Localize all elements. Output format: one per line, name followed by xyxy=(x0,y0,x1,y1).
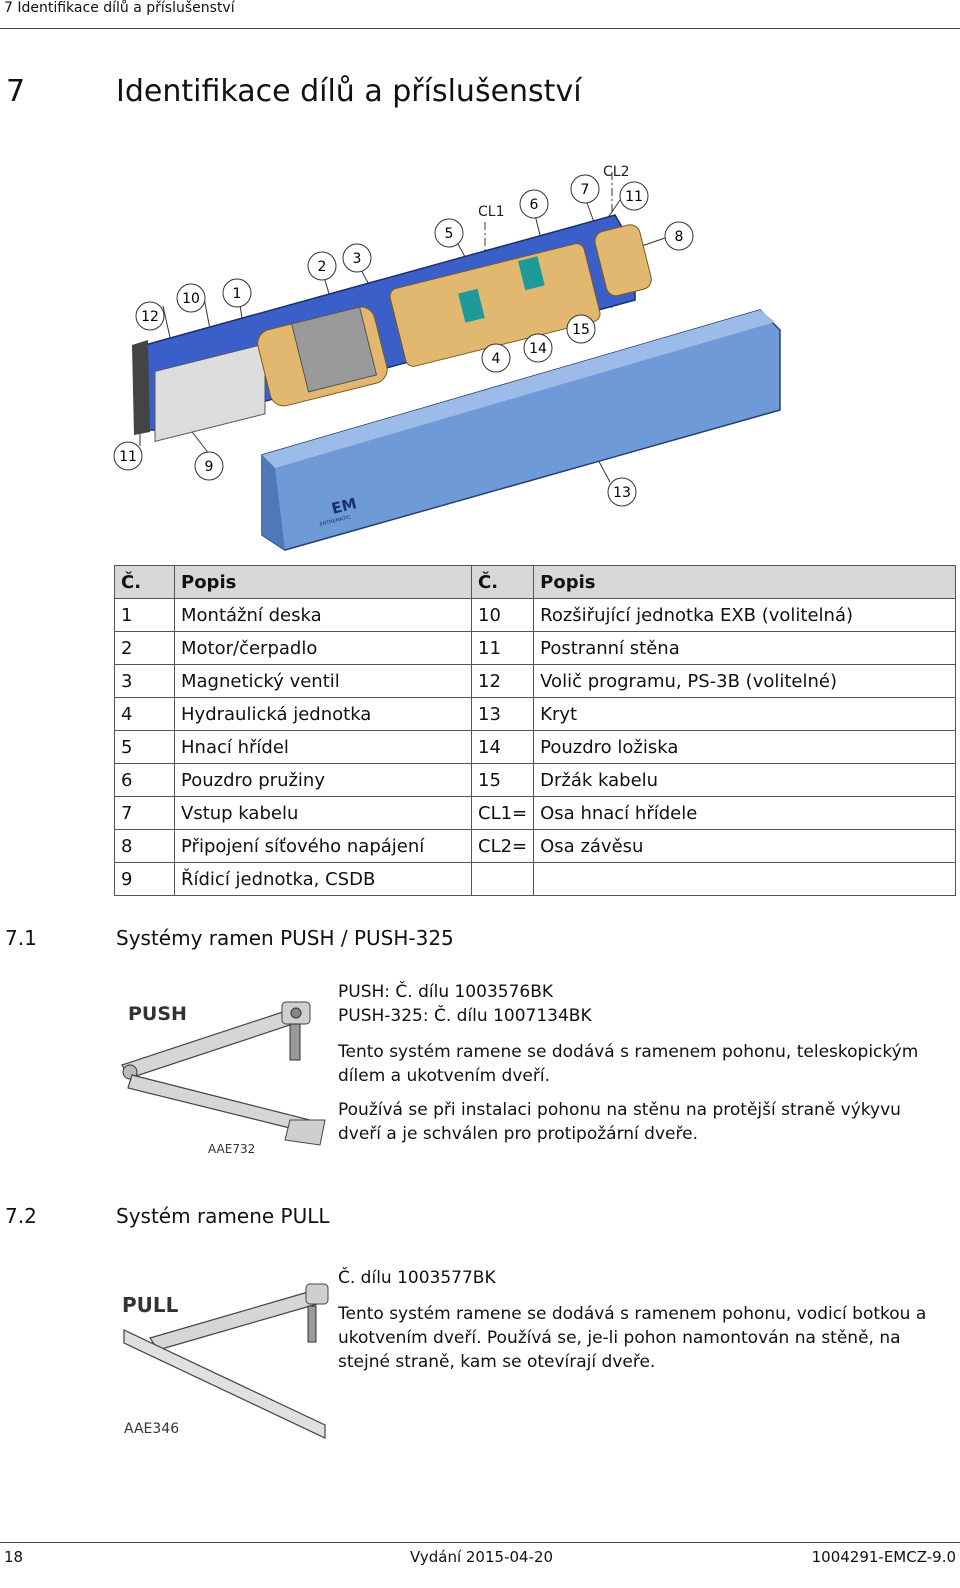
callout-6: 6 xyxy=(519,189,549,219)
svg-text:9: 9 xyxy=(205,459,214,475)
callout-12: 12 xyxy=(135,301,165,331)
header-rule xyxy=(0,28,960,29)
title-text: Identifikace dílů a příslušenství xyxy=(116,74,582,109)
motor-pump xyxy=(257,306,388,407)
cl1-label: CL1 xyxy=(478,204,504,220)
callout-7: 7 xyxy=(570,174,600,204)
pull-paragraph-1: Tento systém ramene se dodává s ramenem … xyxy=(338,1304,927,1372)
push-part-number-2: PUSH-325: Č. dílu 1007134BK xyxy=(338,1006,592,1026)
cl2-label: CL2 xyxy=(603,164,629,180)
header-number-2: Č. xyxy=(470,565,535,599)
pull-description: Č. dílu 1003577BK Tento systém ramene se… xyxy=(338,1266,948,1374)
push-paragraph-1: Tento systém ramene se dodává s ramenem … xyxy=(338,1042,919,1086)
callouts: 12 10 1 2 3 5 6 7 11 8 4 14 15 11 9 13 xyxy=(113,174,694,507)
section-title: Systémy ramen PUSH / PUSH-325 xyxy=(116,926,454,950)
section-title: Systém ramene PULL xyxy=(116,1204,330,1228)
svg-text:6: 6 xyxy=(530,197,539,213)
push-image-label: PUSH xyxy=(128,1003,187,1025)
svg-text:1: 1 xyxy=(233,286,242,302)
svg-text:10: 10 xyxy=(182,291,200,307)
svg-text:7: 7 xyxy=(581,182,590,198)
svg-text:2: 2 xyxy=(318,259,327,275)
svg-text:11: 11 xyxy=(625,189,643,205)
brand-logo: EM xyxy=(330,494,359,518)
callout-8: 8 xyxy=(664,221,694,251)
push-part-number-1: PUSH: Č. dílu 1003576BK xyxy=(338,982,554,1002)
header-number-1: Č. xyxy=(114,565,175,599)
table-header-row: Č. Popis Č. Popis xyxy=(114,565,956,599)
section-number: 7.2 xyxy=(5,1204,37,1228)
push-arm-image: PUSH AAE732 xyxy=(121,1001,326,1156)
svg-text:5: 5 xyxy=(445,226,454,242)
document-number: 1004291-EMCZ-9.0 xyxy=(811,1548,956,1566)
svg-text:4: 4 xyxy=(492,351,501,367)
svg-text:15: 15 xyxy=(572,322,590,338)
header-description-1: Popis xyxy=(174,565,472,599)
callout-5: 5 xyxy=(434,218,464,248)
cover xyxy=(261,309,781,551)
svg-text:8: 8 xyxy=(675,229,684,245)
control-unit xyxy=(154,343,266,442)
pull-image-label: PULL xyxy=(122,1293,179,1317)
callout-4: 4 xyxy=(481,343,511,373)
callout-9: 9 xyxy=(194,451,224,481)
callout-1: 1 xyxy=(222,278,252,308)
operator-drawing: EM ENTREMATIC CL1 CL2 12 10 1 2 3 5 6 7 … xyxy=(113,164,781,551)
pull-part-number: Č. dílu 1003577BK xyxy=(338,1268,496,1288)
svg-text:14: 14 xyxy=(529,341,547,357)
svg-text:3: 3 xyxy=(353,251,362,267)
title-number: 7 xyxy=(6,74,26,109)
callout-3: 3 xyxy=(342,243,372,273)
pull-image-code: AAE346 xyxy=(124,1421,179,1437)
pull-arm-image: PULL AAE346 xyxy=(122,1283,329,1439)
svg-text:13: 13 xyxy=(613,485,631,501)
svg-text:11: 11 xyxy=(119,449,137,465)
callout-2: 2 xyxy=(307,251,337,281)
callout-11b: 11 xyxy=(113,441,143,471)
push-description: PUSH: Č. dílu 1003576BK PUSH-325: Č. díl… xyxy=(338,980,948,1146)
callout-15: 15 xyxy=(566,314,596,344)
header-description-2: Popis xyxy=(533,565,956,599)
callout-10: 10 xyxy=(176,283,206,313)
svg-text:12: 12 xyxy=(141,309,159,325)
push-paragraph-2: Používá se při instalaci pohonu na stěnu… xyxy=(338,1100,901,1144)
callout-14: 14 xyxy=(523,333,553,363)
edition-date: Vydání 2015-04-20 xyxy=(410,1548,554,1566)
section-number: 7.1 xyxy=(5,926,37,950)
callout-13: 13 xyxy=(607,477,637,507)
page-number: 18 xyxy=(4,1548,24,1566)
hydraulic-unit xyxy=(389,243,601,367)
spring-housing xyxy=(594,224,652,297)
footer-rule xyxy=(0,1542,960,1543)
push-image-code: AAE732 xyxy=(208,1142,255,1156)
callout-11a: 11 xyxy=(619,181,649,211)
running-header: 7 Identifikace dílů a příslušenství xyxy=(4,0,235,16)
